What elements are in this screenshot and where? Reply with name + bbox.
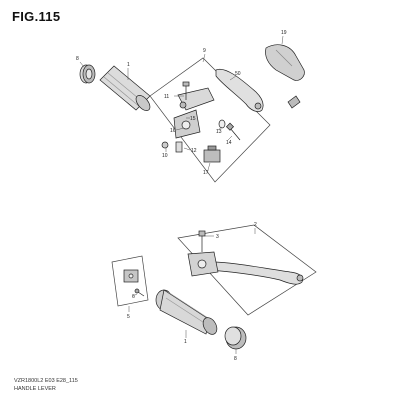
clutch-lever xyxy=(215,68,264,112)
callout-12: 12 xyxy=(191,148,197,154)
handle-grip-bottom xyxy=(155,289,218,335)
fig-title: FIG.115 xyxy=(12,9,61,24)
leader-lines-top xyxy=(79,35,284,171)
brake-lever-holder xyxy=(187,251,219,277)
cable-adjuster xyxy=(287,95,301,109)
pivot-bolt-3 xyxy=(198,230,206,252)
callout-9: 9 xyxy=(203,48,206,54)
grip-end-cap-top xyxy=(79,64,96,84)
callout-14: 14 xyxy=(226,140,232,146)
callout-50: 50 xyxy=(235,71,241,77)
switch-outline-box xyxy=(111,255,149,307)
callout-5: 5 xyxy=(127,314,130,320)
washer-13 xyxy=(218,119,226,129)
callout-10: 10 xyxy=(162,153,168,159)
lever-boot xyxy=(265,44,305,81)
brake-lever xyxy=(211,261,304,285)
figure-name: HANDLE LEVER xyxy=(14,386,56,392)
callout-19: 19 xyxy=(281,30,287,36)
small-bushing-12 xyxy=(175,141,183,153)
callout-3: 3 xyxy=(216,234,219,240)
callout-16: 16 xyxy=(170,128,176,134)
clutch-switch xyxy=(203,145,221,163)
callout-6: 6 xyxy=(132,294,135,300)
callout-17: 17 xyxy=(203,170,209,176)
switch-screw xyxy=(225,122,241,141)
callout-1-top: 1 xyxy=(127,62,130,68)
grip-end-cap-bottom xyxy=(224,326,247,350)
callout-13: 13 xyxy=(216,129,222,135)
holder-outline-box-bottom xyxy=(177,224,317,316)
lever-holder xyxy=(173,87,215,139)
leader-lines-bottom xyxy=(128,228,256,354)
callout-8-top: 8 xyxy=(76,56,79,62)
model-code: VZR1800L2 E03 E28_115 xyxy=(14,378,78,384)
callout-11: 11 xyxy=(164,94,169,100)
holder-outline-box-top xyxy=(149,57,271,183)
handle-grip-top xyxy=(99,65,151,111)
callout-2: 2 xyxy=(254,222,257,228)
screw-10 xyxy=(161,141,169,149)
callout-8-bottom: 8 xyxy=(234,356,237,362)
callout-15: 15 xyxy=(190,116,196,122)
callout-1-bottom: 1 xyxy=(184,339,187,345)
brake-switch xyxy=(123,269,139,283)
screw-6 xyxy=(134,288,145,297)
holder-bolt xyxy=(182,81,190,100)
